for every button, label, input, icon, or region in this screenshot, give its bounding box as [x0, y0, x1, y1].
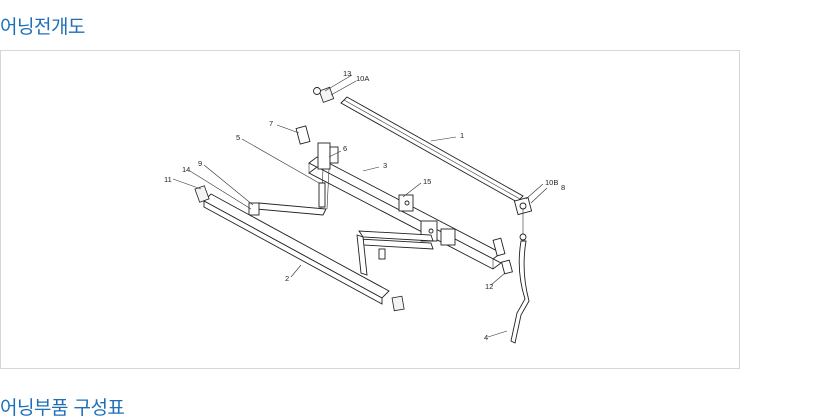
label-2: 2 — [285, 274, 289, 283]
exploded-view-drawing: 13 10A 1 10B 8 7 5 6 3 15 9 14 11 2 12 4 — [164, 69, 565, 344]
label-10a: 10A — [356, 74, 369, 83]
parts-table-section-title: 어닝부품 구성표 — [0, 397, 125, 419]
label-14: 14 — [182, 165, 190, 174]
part-1-roller-tube — [313, 86, 524, 203]
label-4: 4 — [484, 333, 488, 342]
label-1: 1 — [460, 131, 464, 140]
label-5: 5 — [236, 133, 240, 142]
part-6-7-brackets — [295, 125, 339, 210]
leader-lines — [172, 74, 548, 338]
diagram-section-title: 어닝전개도 — [0, 16, 85, 38]
label-3: 3 — [383, 161, 387, 170]
second-arm — [356, 230, 434, 276]
part-4-crank-handle — [510, 209, 530, 344]
label-6: 6 — [343, 144, 347, 153]
part-8-end-bracket — [513, 196, 533, 216]
label-7: 7 — [269, 119, 273, 128]
label-8: 8 — [561, 183, 565, 192]
awning-exploded-diagram: 13 10A 1 10B 8 7 5 6 3 15 9 14 11 2 12 4 — [0, 50, 740, 369]
label-11: 11 — [164, 175, 172, 184]
label-10b: 10B — [545, 178, 558, 187]
part-9-14-lower-arm — [248, 182, 327, 216]
part-2-lead-bar — [194, 185, 405, 312]
label-13: 13 — [343, 69, 351, 78]
label-15: 15 — [423, 177, 431, 186]
label-9: 9 — [198, 159, 202, 168]
part-12-clips — [492, 237, 513, 275]
label-12: 12 — [485, 282, 493, 291]
callout-labels: 13 10A 1 10B 8 7 5 6 3 15 9 14 11 2 12 4 — [164, 69, 565, 342]
